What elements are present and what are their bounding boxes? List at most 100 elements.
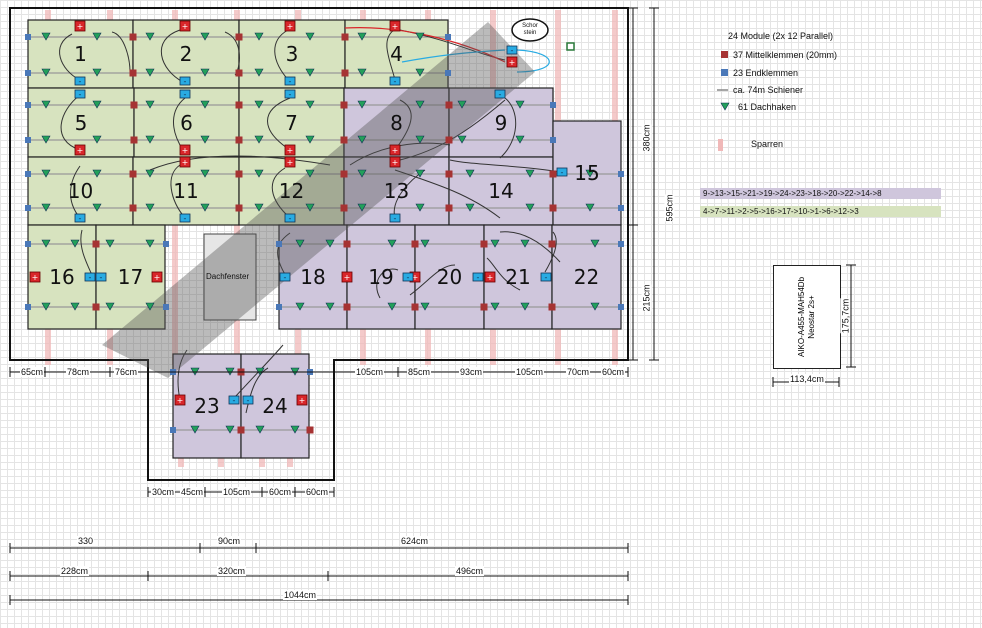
dimension-label: 60cm (268, 487, 293, 497)
end-clamp-icon (445, 70, 451, 76)
positive-terminal (389, 20, 401, 32)
negative-terminal (179, 89, 191, 99)
panel-number: 16 (49, 265, 75, 289)
wiring-arrow (376, 268, 399, 299)
minus-symbol: - (284, 273, 287, 282)
dim-right-bottom: 215cm (641, 284, 652, 312)
mid-clamp-icon (445, 136, 453, 144)
mid-clamp-icon (129, 204, 137, 212)
roof-hook-icon (295, 239, 305, 248)
roof-hook-icon (200, 169, 210, 178)
mid-clamp-icon (92, 303, 100, 311)
minus-symbol: - (394, 77, 397, 86)
roof-hook-icon (305, 32, 315, 41)
end-clamp-icon (170, 427, 176, 433)
plus-symbol: + (392, 146, 399, 155)
end-clamp-icon (618, 171, 624, 177)
wiring-arrow (149, 155, 331, 171)
mid-clamp-icon (235, 101, 243, 109)
minus-symbol: - (394, 214, 397, 223)
roof-hook-icon (585, 203, 595, 212)
mid-clamp-icon (480, 240, 488, 248)
panel-number: 7 (285, 110, 298, 135)
roof-hook-icon (200, 68, 210, 77)
legend-end-clamp-icon (721, 69, 728, 76)
mid-clamp-icon (340, 136, 348, 144)
plus-symbol: + (182, 146, 189, 155)
panel-number: 10 (67, 179, 94, 203)
legend-end-clamps: 23 Endklemmen (733, 68, 799, 78)
roof-hook-icon (41, 32, 51, 41)
roof-hook-icon (415, 100, 425, 109)
dimension-label: 1044cm (283, 590, 318, 600)
end-clamp-icon (25, 205, 31, 211)
roof-hook-icon (145, 203, 155, 212)
roof-hook-icon (41, 68, 51, 77)
negative-terminal (74, 89, 86, 99)
panel-number: 23 (194, 394, 220, 418)
plus-symbol: + (287, 146, 294, 155)
minus-symbol: - (545, 273, 548, 282)
wiring-arrow (70, 165, 81, 219)
plus-symbol: + (299, 396, 306, 405)
wiring-arrow (111, 31, 131, 73)
roof-hook-icon (92, 100, 102, 109)
wiring-arrow (386, 29, 396, 81)
end-clamp-icon (276, 241, 282, 247)
positive-terminal (179, 144, 191, 156)
roof-hook-icon (295, 302, 305, 311)
roof-hook-icon (305, 135, 315, 144)
plus-symbol: + (182, 22, 189, 31)
roof-hook-icon (305, 68, 315, 77)
panel-number: 6 (180, 110, 193, 135)
mid-clamp-icon (306, 426, 314, 434)
panel-number: 14 (488, 179, 514, 203)
dimension-label: 496cm (455, 566, 485, 576)
end-clamp-icon (618, 304, 624, 310)
mid-clamp-icon (340, 204, 348, 212)
module-height-label: 175,7cm (840, 298, 851, 334)
skylight-label: Dachfenster (206, 272, 250, 281)
dimension-label: 330 (77, 536, 95, 546)
roof-hook-icon (200, 135, 210, 144)
roof-hook-icon (357, 32, 367, 41)
end-clamp-icon (25, 171, 31, 177)
panel-number: 5 (74, 110, 88, 135)
positive-terminal (296, 394, 308, 406)
roof-hook-icon (105, 239, 115, 248)
end-clamp-icon (25, 241, 31, 247)
roof-hook-icon (525, 169, 535, 178)
roof-hook-icon (145, 239, 155, 248)
roof-hook-icon (420, 302, 430, 311)
mid-clamp-icon (445, 204, 453, 212)
mid-clamp-icon (235, 136, 243, 144)
positive-terminal (284, 156, 296, 168)
panel-number: 22 (573, 265, 600, 289)
legend-roof-hooks: 61 Dachhaken (738, 102, 797, 112)
mid-clamp-icon (343, 240, 351, 248)
wiring-arrow-positive (344, 27, 506, 63)
dimension-label: 105cm (222, 487, 252, 497)
roof-hook-icon (357, 100, 367, 109)
wiring-arrow (499, 97, 517, 159)
roof-hook-icon (92, 169, 102, 178)
mid-clamp-icon (411, 303, 419, 311)
plus-symbol: + (392, 22, 399, 31)
minus-symbol: - (561, 168, 564, 177)
negative-terminal (284, 89, 296, 99)
negative-terminal (95, 272, 107, 282)
minus-symbol: - (247, 396, 250, 405)
roof-hook-icon (525, 203, 535, 212)
wiring-arrow (170, 164, 186, 219)
minus-symbol: - (407, 273, 410, 282)
roof-hook-icon (200, 203, 210, 212)
roof-hook-icon (515, 135, 525, 144)
negative-terminal (389, 213, 401, 223)
positive-terminal (389, 144, 401, 156)
dimension-label: 65cm (20, 367, 45, 377)
roof-hook-icon (254, 32, 264, 41)
module-spec: AIKO-A455-MAH54Db Neostar 2s+ (773, 265, 841, 369)
wiring-arrow (499, 231, 561, 263)
negative-terminal (472, 272, 484, 282)
roof-hook-icon (520, 239, 530, 248)
